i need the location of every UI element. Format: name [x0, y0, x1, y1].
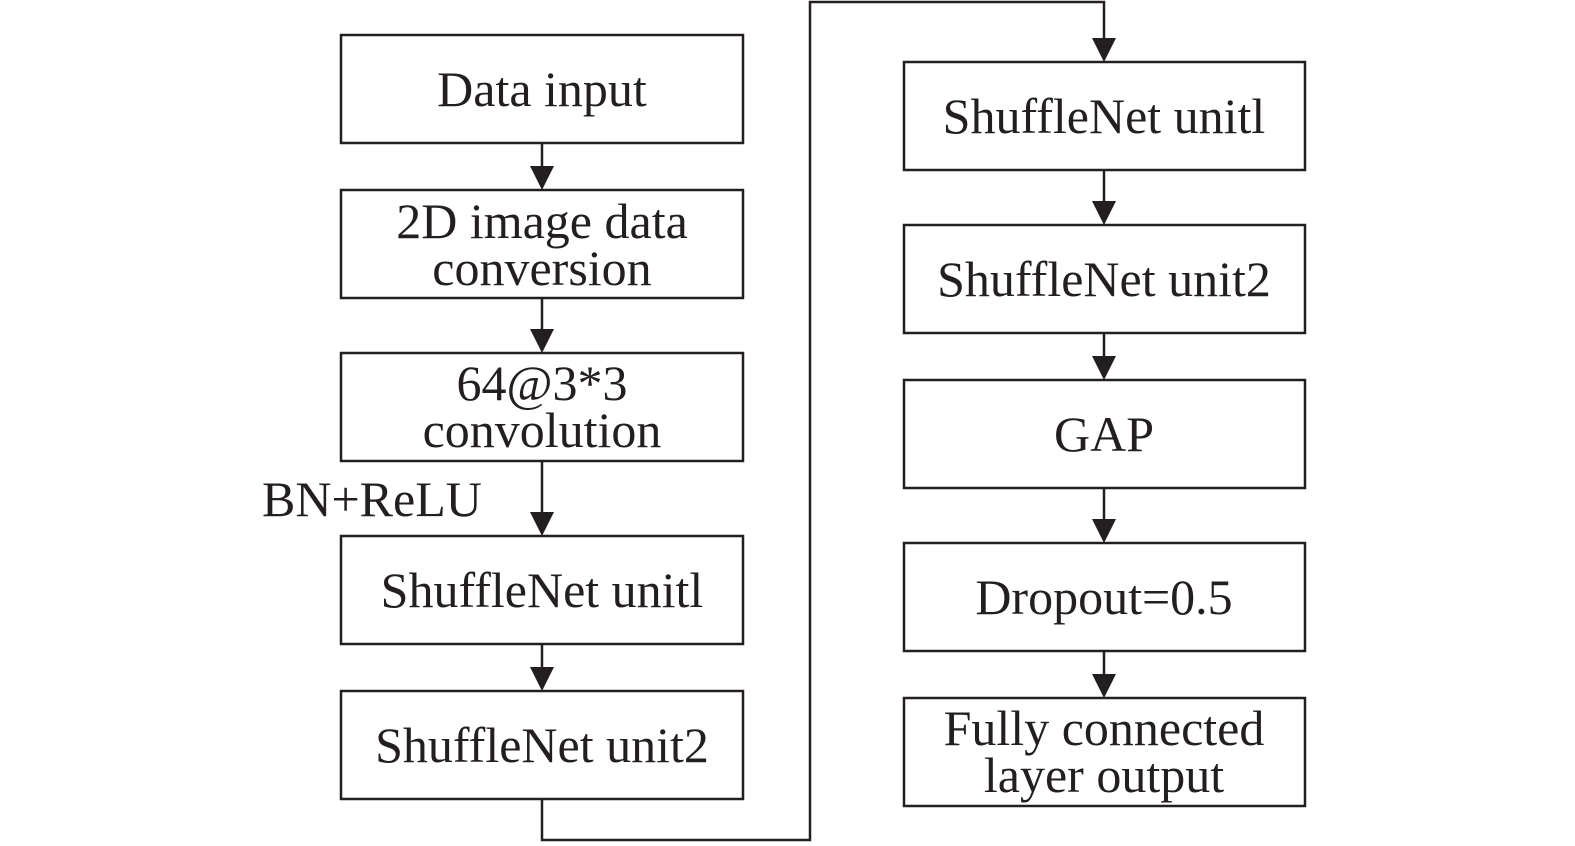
- arrow-gap-to-dropout: [1092, 488, 1116, 543]
- node-left-shufflenet-unit2: ShuffleNet unit2: [339, 689, 745, 801]
- node-fully-connected: Fully connected layer output: [902, 696, 1307, 808]
- node-dropout: Dropout=0.5: [902, 541, 1307, 653]
- node-dropout-label: Dropout=0.5: [975, 569, 1232, 625]
- node-right-shufflenet-unit2-label: ShuffleNet unit2: [937, 251, 1271, 307]
- node-data-input: Data input: [339, 33, 745, 145]
- node-fully-connected-label-line1: Fully connected: [944, 700, 1265, 756]
- arrow-convolution-to-shufflenet-unit1: [530, 461, 554, 536]
- arrow-shufflenet-unit1-to-unit2: [530, 644, 554, 691]
- node-convolution: 64@3*3 convolution: [339, 351, 745, 463]
- arrow-dropout-to-fully-connected: [1092, 651, 1116, 698]
- arrow-right-unit1-to-unit2: [1092, 170, 1116, 225]
- node-image-conversion-label-line1: 2D image data: [396, 193, 688, 249]
- node-right-shufflenet-unit2: ShuffleNet unit2: [902, 223, 1307, 335]
- node-image-conversion: 2D image data conversion: [339, 188, 745, 300]
- node-gap: GAP: [902, 378, 1307, 490]
- node-right-shufflenet-unit1-label: ShuffleNet unitl: [943, 88, 1266, 144]
- edge-label-bn-relu: BN+ReLU: [262, 471, 482, 527]
- connector-left-to-right: [540, 0, 1116, 842]
- node-left-shufflenet-unit1-label: ShuffleNet unitl: [381, 562, 704, 618]
- arrow-input-to-conversion: [530, 143, 554, 190]
- node-convolution-label-line1: 64@3*3: [456, 355, 627, 411]
- node-image-conversion-label-line2: conversion: [432, 240, 651, 296]
- node-convolution-label-line2: convolution: [423, 402, 662, 458]
- arrow-unit2-to-gap: [1092, 333, 1116, 380]
- arrow-conversion-to-convolution: [530, 298, 554, 353]
- node-right-shufflenet-unit1: ShuffleNet unitl: [902, 60, 1307, 172]
- node-data-input-label: Data input: [437, 61, 647, 117]
- node-left-shufflenet-unit1: ShuffleNet unitl: [339, 534, 745, 646]
- node-gap-label: GAP: [1054, 406, 1154, 462]
- node-fully-connected-label-line2: layer output: [984, 747, 1224, 803]
- node-left-shufflenet-unit2-label: ShuffleNet unit2: [375, 717, 709, 773]
